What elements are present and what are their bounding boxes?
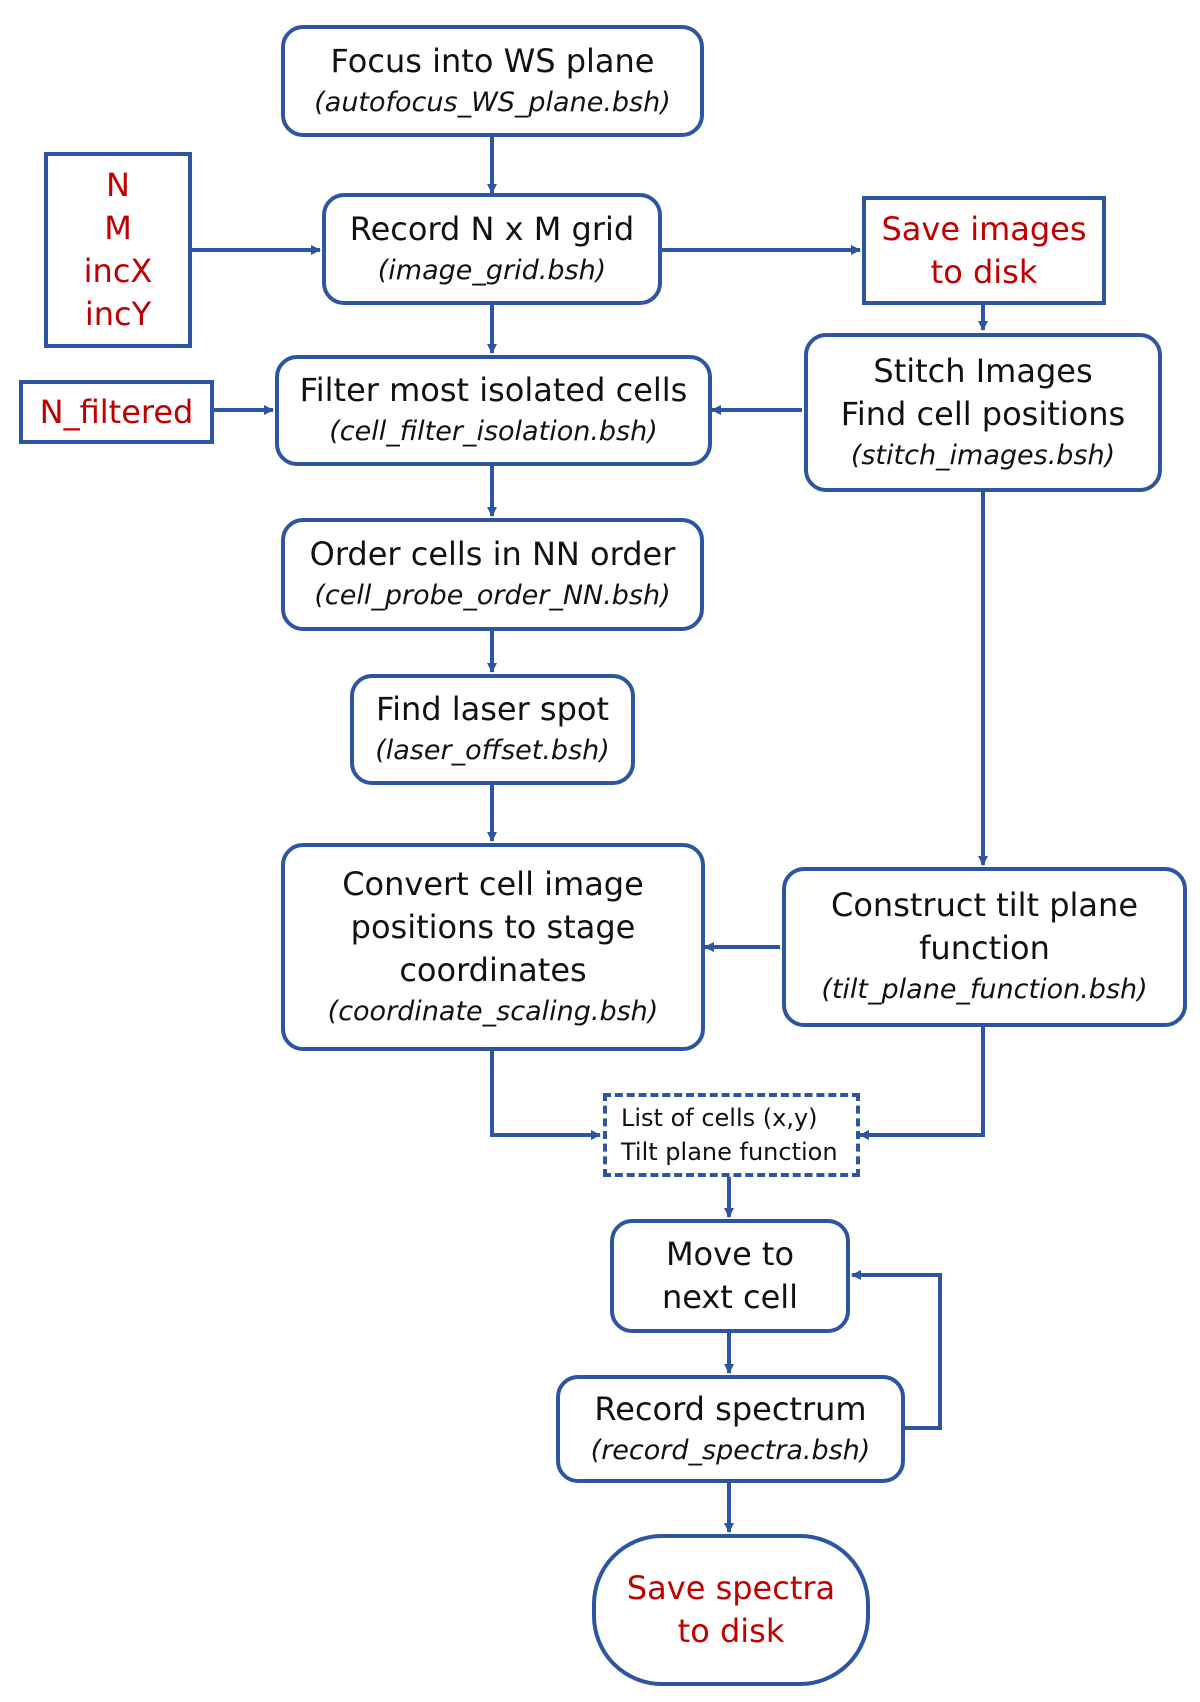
n-filtered-node: N_filtered [19,380,214,444]
tilt-plane-node: Construct tilt plane function (tilt_plan… [782,867,1187,1027]
order-cells-node: Order cells in NN order (cell_probe_orde… [281,518,704,631]
grid-parameters-node: N M incX incY [44,152,192,348]
convert-line-2: positions to stage [350,907,636,946]
param-incy: incY [84,295,152,333]
node-script: (laser_offset.bsh) [375,735,610,766]
record-spectrum-node: Record spectrum (record_spectra.bsh) [556,1375,905,1483]
node-script: (tilt_plane_function.bsh) [821,974,1148,1005]
save-spectra-line-1: Save spectra [626,1569,836,1607]
tilt-line-1: Construct tilt plane [831,886,1138,924]
stitch-line-1: Stitch Images [873,351,1093,390]
find-laser-spot-node: Find laser spot (laser_offset.bsh) [350,674,635,785]
filter-isolated-cells-node: Filter most isolated cells (cell_filter_… [275,355,712,466]
node-title: Record spectrum [594,1389,867,1428]
arrow-spectrum-loop-to-move [851,1270,942,1430]
node-script: (coordinate_scaling.bsh) [327,995,659,1027]
convert-line-3: coordinates [399,950,587,989]
tilt-line-2: function [919,929,1050,967]
list-line-1: List of cells (x,y) [621,1104,818,1132]
n-filtered-label: N_filtered [39,392,194,431]
node-script: (image_grid.bsh) [377,254,607,286]
save-images-line-1: Save images [881,209,1087,248]
cell-list-node: List of cells (x,y) Tilt plane function [603,1093,860,1177]
node-script: (stitch_images.bsh) [850,439,1116,471]
node-script: (cell_filter_isolation.bsh) [329,416,658,447]
save-spectra-line-2: to disk [677,1612,785,1650]
convert-coordinates-node: Convert cell image positions to stage co… [281,843,705,1051]
move-next-cell-node: Move to next cell [610,1219,850,1333]
node-title: Record N x M grid [349,209,635,248]
arrow-convert-to-list [490,1051,601,1140]
convert-line-1: Convert cell image [342,864,644,903]
list-line-2: Tilt plane function [621,1138,838,1166]
node-script: (autofocus_WS_plane.bsh) [314,86,671,118]
record-grid-node: Record N x M grid (image_grid.bsh) [322,193,662,305]
node-title: Filter most isolated cells [299,371,688,409]
param-incx: incX [83,252,153,290]
node-script: (cell_probe_order_NN.bsh) [314,580,671,611]
node-script: (record_spectra.bsh) [590,1434,871,1466]
param-n: N [106,166,130,204]
arrow-tilt-to-list [859,1027,985,1140]
node-title: Find laser spot [375,690,610,728]
save-spectra-node: Save spectra to disk [592,1534,870,1686]
stitch-line-2: Find cell positions [840,394,1126,433]
param-m: M [104,209,132,247]
move-line-2: next cell [661,1278,799,1316]
stitch-images-node: Stitch Images Find cell positions (stitc… [804,333,1162,492]
node-title: Focus into WS plane [330,41,655,80]
save-images-node: Save images to disk [862,196,1106,305]
save-images-line-2: to disk [930,252,1038,291]
node-title: Order cells in NN order [309,535,676,573]
focus-ws-plane-node: Focus into WS plane (autofocus_WS_plane.… [281,25,704,137]
move-line-1: Move to [665,1235,795,1273]
